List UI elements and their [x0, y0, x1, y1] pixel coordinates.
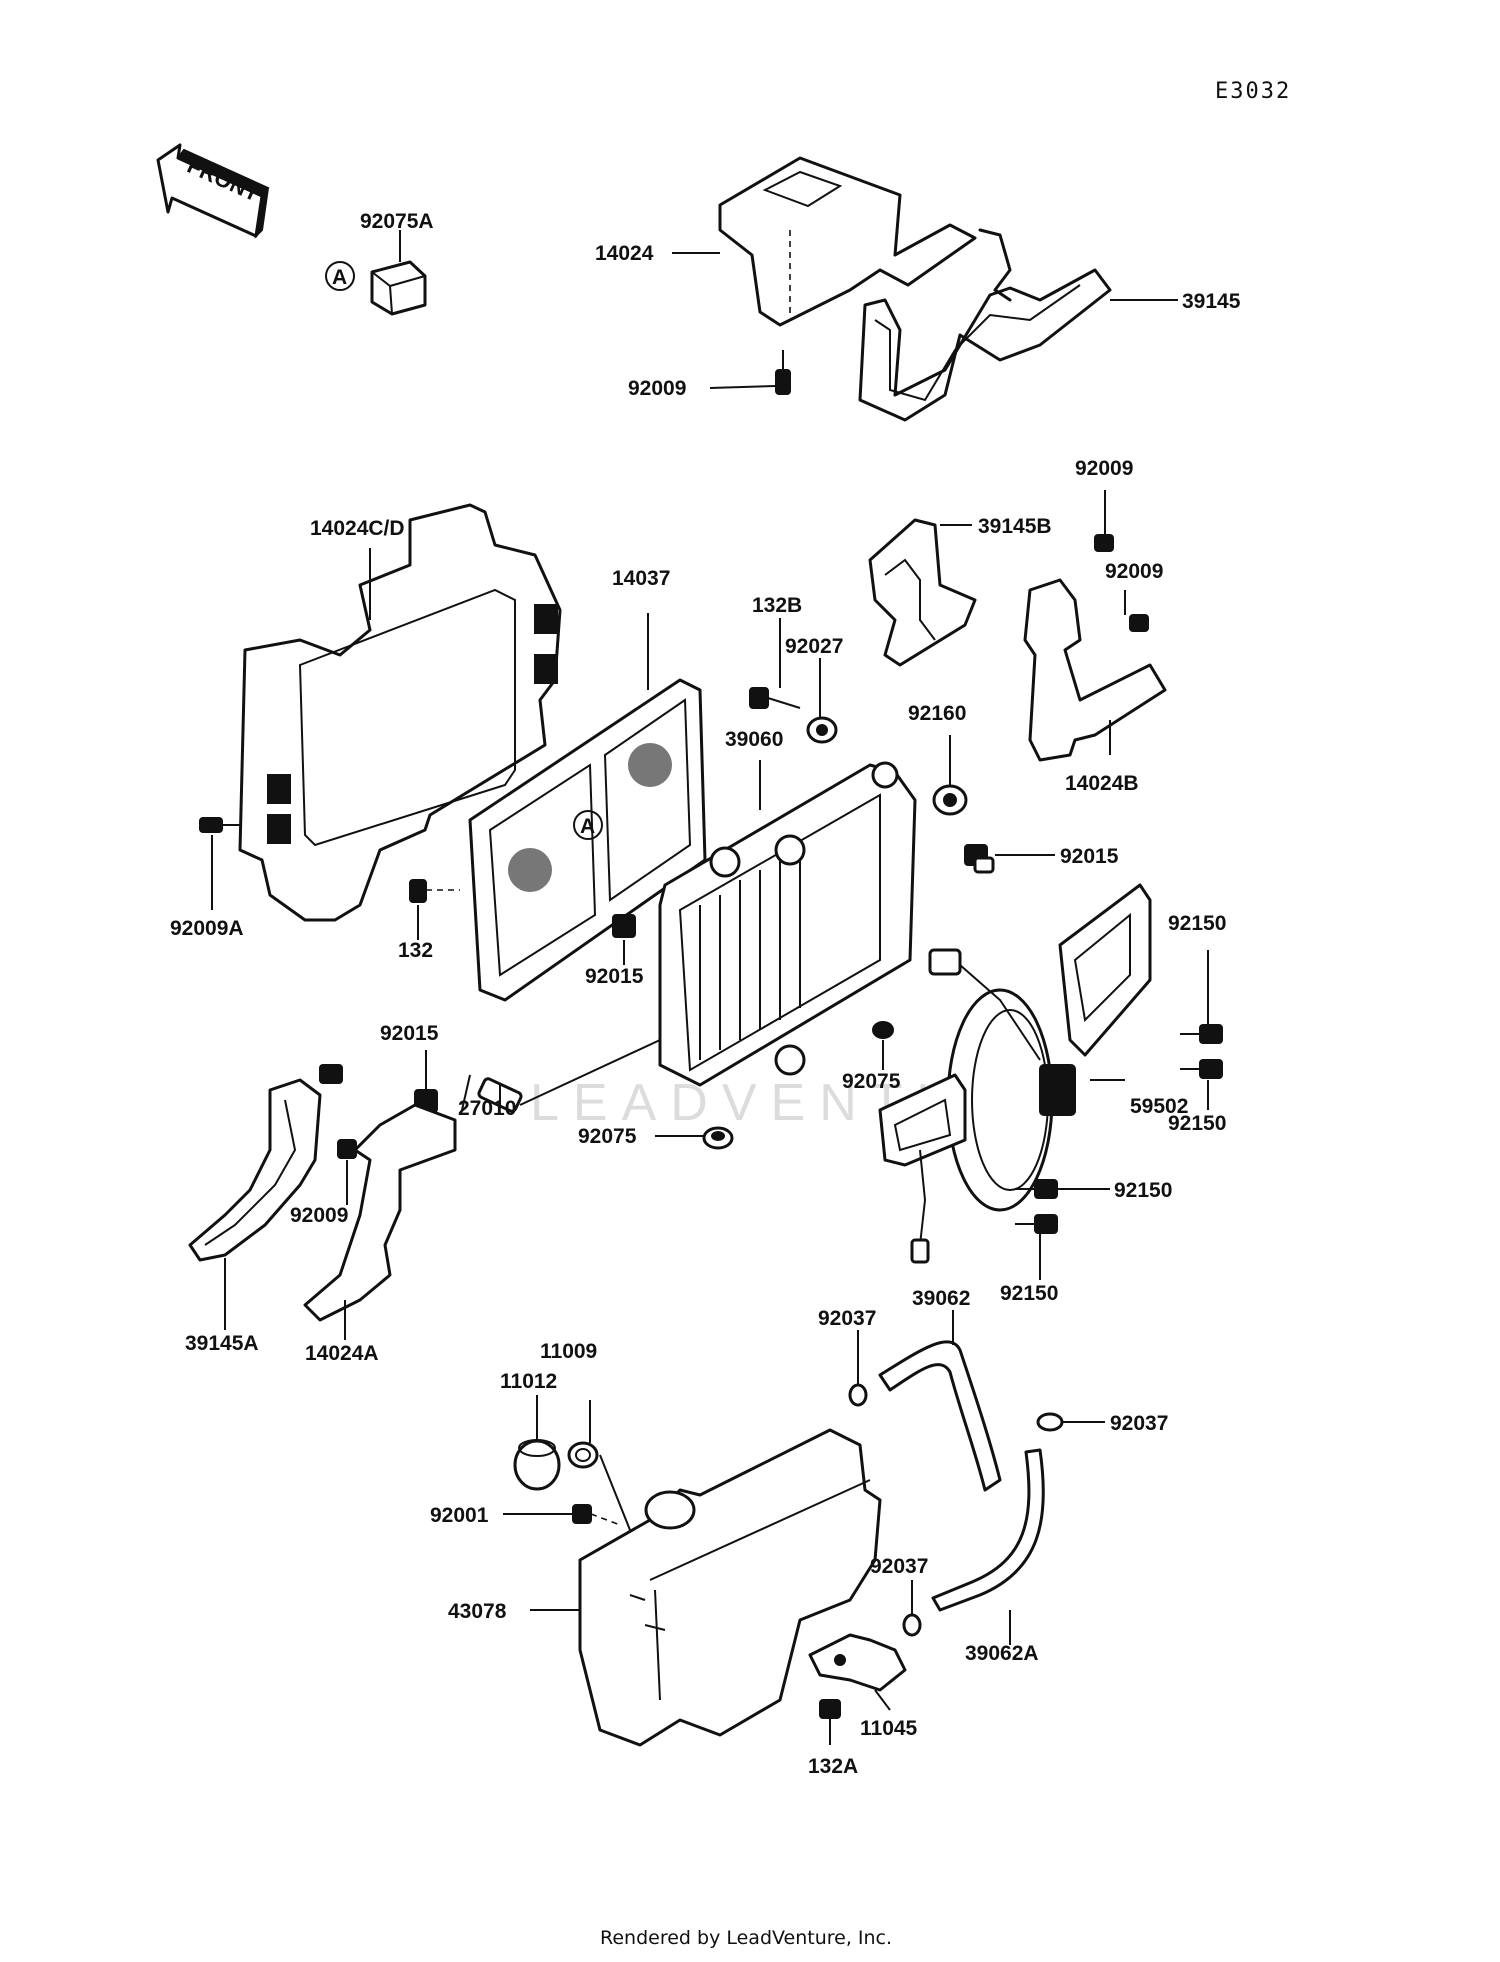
label-11045: 11045 — [860, 1717, 918, 1740]
label-14037: 14037 — [612, 567, 670, 590]
label-132: 132 — [398, 939, 433, 962]
label-39062A: 39062A — [965, 1642, 1039, 1665]
marker-a-icon-top: A — [325, 261, 355, 291]
part-92150-bolt-1 — [1180, 1024, 1223, 1044]
label-14024B: 14024B — [1065, 772, 1139, 795]
label-39145B: 39145B — [978, 515, 1052, 538]
label-92015-center: 92015 — [585, 965, 644, 988]
part-39145A-guide — [188, 1064, 343, 1262]
label-11009: 11009 — [540, 1340, 597, 1363]
label-132A: 132A — [808, 1755, 858, 1778]
part-132A-bolt — [819, 1699, 841, 1719]
part-92075A-pad — [370, 260, 427, 316]
part-92075-plug-bottom — [702, 1126, 734, 1150]
label-39060: 39060 — [725, 728, 783, 751]
footer-credit: Rendered by LeadVenture, Inc. — [600, 1927, 892, 1949]
label-92160: 92160 — [908, 702, 966, 725]
part-92037-clamp-1 — [848, 1383, 868, 1407]
diagram-code: E3032 — [1215, 79, 1291, 104]
part-132-bolt — [409, 879, 460, 903]
front-arrow-icon: FRONT — [156, 143, 270, 239]
label-92001: 92001 — [430, 1504, 489, 1527]
part-92037-clamp-2 — [1036, 1412, 1064, 1432]
label-92009-top: 92009 — [628, 377, 686, 400]
part-92150-bolt-4 — [1015, 1214, 1058, 1234]
part-14024-bracket — [718, 156, 977, 327]
part-92009-right-bolt-2 — [1129, 614, 1149, 632]
part-39060-radiator — [658, 761, 917, 1087]
label-39145A: 39145A — [185, 1332, 259, 1355]
part-39062-hose — [878, 1340, 1002, 1492]
marker-a-screen-letter: A — [580, 815, 595, 838]
part-11009-gasket — [567, 1441, 599, 1469]
part-11045-bracket — [808, 1633, 907, 1692]
part-92009A-bolt — [199, 817, 240, 833]
label-92015-left: 92015 — [380, 1022, 439, 1045]
label-14024CD: 14024C/D — [310, 517, 405, 540]
part-92015-clip-center — [612, 914, 636, 938]
part-92009-right-bolt-1 — [1094, 534, 1114, 552]
part-11012-cap — [513, 1439, 561, 1491]
part-92150-bolt-2 — [1180, 1059, 1223, 1079]
label-39062: 39062 — [912, 1287, 970, 1310]
label-92027: 92027 — [785, 635, 843, 658]
label-92037-3: 92037 — [870, 1555, 928, 1578]
part-39145-trough — [858, 228, 1112, 422]
part-43078-reservoir — [578, 1428, 882, 1747]
part-92160-grommet — [932, 784, 968, 816]
part-labels: 92075A 14024 39145 92009 14024C/D 14037 … — [170, 210, 1241, 1778]
label-59502: 59502 — [1130, 1095, 1188, 1118]
label-14024: 14024 — [595, 242, 654, 265]
part-92009-top-bolt — [775, 350, 791, 395]
part-14024B-bracket — [1023, 578, 1167, 762]
label-92009A: 92009A — [170, 917, 244, 940]
leader-lines — [211, 230, 1209, 1745]
part-132B-bolt — [749, 687, 801, 709]
label-92009-right-2: 92009 — [1105, 560, 1163, 583]
label-27010: 27010 — [458, 1097, 516, 1120]
part-14024CD-shroud — [238, 503, 562, 922]
label-92075: 92075 — [842, 1070, 901, 1093]
marker-a-top-letter: A — [332, 266, 347, 289]
part-14024A-bracket — [303, 1103, 457, 1322]
label-11012: 11012 — [500, 1370, 557, 1393]
part-59502-fan — [878, 883, 1152, 1264]
label-92009-left: 92009 — [290, 1204, 348, 1227]
part-92027-grommet — [806, 716, 838, 744]
part-92001-bolt — [572, 1504, 621, 1526]
part-39145B-guide — [868, 518, 977, 667]
part-39062A-hose — [931, 1448, 1045, 1612]
label-92150-4: 92150 — [1000, 1282, 1058, 1305]
label-92075-bottom: 92075 — [578, 1125, 637, 1148]
label-43078: 43078 — [448, 1600, 507, 1623]
label-14024A: 14024A — [305, 1342, 379, 1365]
part-14037-screen: A — [468, 678, 707, 1002]
label-92150-2: 92150 — [1168, 1112, 1226, 1135]
label-92009-right-1: 92009 — [1075, 457, 1133, 480]
label-92015-right: 92015 — [1060, 845, 1119, 868]
part-92075-plug — [872, 1021, 894, 1039]
label-92037-1: 92037 — [818, 1307, 876, 1330]
label-92150-1: 92150 — [1168, 912, 1226, 935]
label-92075A: 92075A — [360, 210, 434, 233]
label-92150-3: 92150 — [1114, 1179, 1172, 1202]
part-92015-clip-right — [964, 844, 995, 874]
part-92037-clamp-3 — [902, 1613, 922, 1637]
label-132B: 132B — [752, 594, 802, 617]
label-92037-2: 92037 — [1110, 1412, 1168, 1435]
label-39145: 39145 — [1182, 290, 1241, 313]
